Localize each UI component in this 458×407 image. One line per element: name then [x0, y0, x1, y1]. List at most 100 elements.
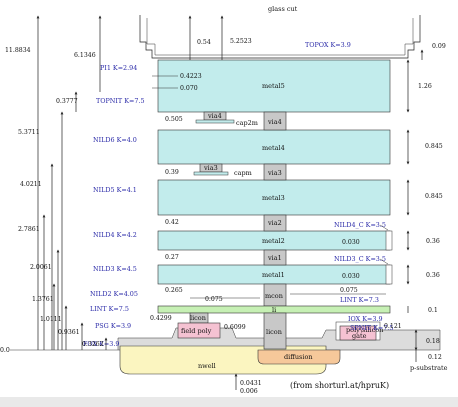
dim-0-54: 0.54 — [197, 39, 211, 46]
dim-5-2523: 5.2523 — [230, 38, 252, 45]
dim-0-845-b: 0.845 — [425, 193, 443, 200]
dim-6-1346: 6.1346 — [74, 52, 96, 59]
capm-label: capm — [234, 169, 252, 177]
dim-0-39: 0.39 — [165, 169, 179, 176]
via3-right — [263, 163, 287, 181]
nild3-label: NILD3 K=4.5 — [93, 265, 137, 273]
glass-cut-inner — [146, 18, 414, 56]
nwell-label: nwell — [198, 362, 216, 370]
dim-0-070: 0.070 — [180, 85, 198, 92]
dim-1-3761: 1.3761 — [32, 296, 54, 303]
dim-0-075-a: 0.075 — [205, 296, 223, 303]
diffusion-label: diffusion — [284, 353, 313, 361]
source-note: (from shorturl.at/hpruK) — [290, 381, 389, 390]
metal5-layer — [157, 59, 391, 113]
spnit-label: SPNIT K=7.5 — [350, 324, 393, 332]
via3-left-label: via3 — [203, 164, 218, 172]
dim-0-09: 0.09 — [432, 43, 446, 50]
via2-label: via2 — [267, 219, 282, 227]
dim-0-36-a: 0.36 — [426, 238, 440, 245]
dim-1-26: 1.26 — [418, 83, 432, 90]
dim-0-3262: 0.3262 — [82, 341, 104, 348]
dim-0-4223: 0.4223 — [180, 73, 202, 80]
psg-label: PSG K=3.9 — [95, 322, 131, 330]
licon-left-label: licon — [190, 314, 206, 322]
iox-label: IOX K=3.9 — [348, 315, 383, 323]
lint-right-label: LINT K=7.3 — [340, 296, 379, 304]
capm-plate — [193, 171, 229, 176]
metal1-label: metal1 — [262, 271, 285, 279]
glass-cut-label: glass cut — [268, 5, 298, 13]
dim-0-27: 0.27 — [165, 254, 179, 261]
nild4c-leader — [379, 224, 389, 231]
metal5-label: metal5 — [262, 82, 285, 90]
dim-0-505: 0.505 — [165, 116, 183, 123]
bottom-scroll-strip[interactable] — [0, 397, 458, 407]
metal2-side-cap — [385, 230, 393, 251]
licon-mid-label: licon — [266, 328, 282, 336]
nild5-label: NILD5 K=4.1 — [93, 186, 137, 194]
topox-label: TOPOX K=3.9 — [305, 41, 351, 49]
dim-0-3777: 0.3777 — [56, 98, 78, 105]
topnit-label: TOPNIT K=7.5 — [96, 97, 145, 105]
dim-5-3711: 5.3711 — [18, 129, 40, 136]
cap2m-label: cap2m — [236, 119, 258, 127]
p-substrate-label: p-substrate — [410, 364, 448, 372]
dim-2-7861: 2.7861 — [18, 226, 40, 233]
nild3c-leader — [379, 258, 389, 265]
dim-0-006: 0.006 — [240, 388, 258, 395]
metal2-label: metal2 — [262, 237, 285, 245]
dim-4-0211: 4.0211 — [20, 181, 42, 188]
via3-right-label: via3 — [267, 169, 282, 177]
metal4-layer — [157, 129, 391, 165]
via4-left-label: via4 — [207, 112, 222, 120]
dim-1-0111: 1.0111 — [40, 316, 62, 323]
licon-mid — [263, 312, 287, 350]
dim-0-075-b: 0.075 — [340, 287, 358, 294]
via4-right-label: via4 — [267, 118, 282, 126]
field-poly — [177, 322, 221, 339]
dim-0-4299: 0.4299 — [150, 315, 172, 322]
dim-0-6099: 0.6099 — [224, 324, 246, 331]
dim-0-42: 0.42 — [165, 219, 179, 226]
via2 — [263, 214, 287, 232]
nild4c-label: NILD4_C K=3.5 — [334, 221, 386, 229]
dim-0-9361: 0.9361 — [58, 329, 80, 336]
nild3c-label: NILD3_C K=3.5 — [334, 255, 386, 263]
via1-label: via1 — [267, 254, 282, 262]
dim-0-12: 0.12 — [428, 354, 442, 361]
pi1-label: PI1 K=2.94 — [100, 64, 137, 72]
nild2-label: NILD2 K=4.05 — [90, 290, 138, 298]
polysilicon-gate — [339, 325, 377, 341]
diffusion-region — [257, 349, 341, 365]
metal3-label: metal3 — [262, 194, 285, 202]
lint-left-label: LINT K=7.5 — [90, 305, 129, 313]
dim-0-845-a: 0.845 — [425, 143, 443, 150]
dim-0-121: 0.121 — [384, 323, 402, 330]
li-label: li — [272, 306, 276, 314]
cap2m-plate — [195, 119, 235, 124]
via1 — [263, 249, 287, 266]
nild6-label: NILD6 K=4.0 — [93, 136, 137, 144]
dim-0-0: 0.0 — [0, 347, 10, 354]
field-poly-label: field poly — [181, 327, 212, 335]
mcon-label: mcon — [265, 292, 283, 300]
dim-0-030-a: 0.030 — [342, 239, 360, 246]
dim-0-36-b: 0.36 — [426, 272, 440, 279]
dim-0-18: 0.18 — [426, 338, 440, 345]
dim-0-030-b: 0.030 — [342, 273, 360, 280]
dim-11-8834: 11.8834 — [5, 47, 31, 54]
nild4-label: NILD4 K=4.2 — [93, 231, 137, 239]
metal4-label: metal4 — [262, 144, 285, 152]
dim-2-0061: 2.0061 — [30, 264, 52, 271]
fox-label: FOX K=3.9 — [83, 340, 119, 348]
dim-0-0431: 0.0431 — [240, 380, 262, 387]
dim-0-265: 0.265 — [165, 287, 183, 294]
via4-right — [263, 111, 287, 131]
dim-0-1: 0.1 — [428, 307, 438, 314]
metal1-side-cap — [385, 264, 393, 285]
glass-cut-outline — [139, 15, 421, 59]
